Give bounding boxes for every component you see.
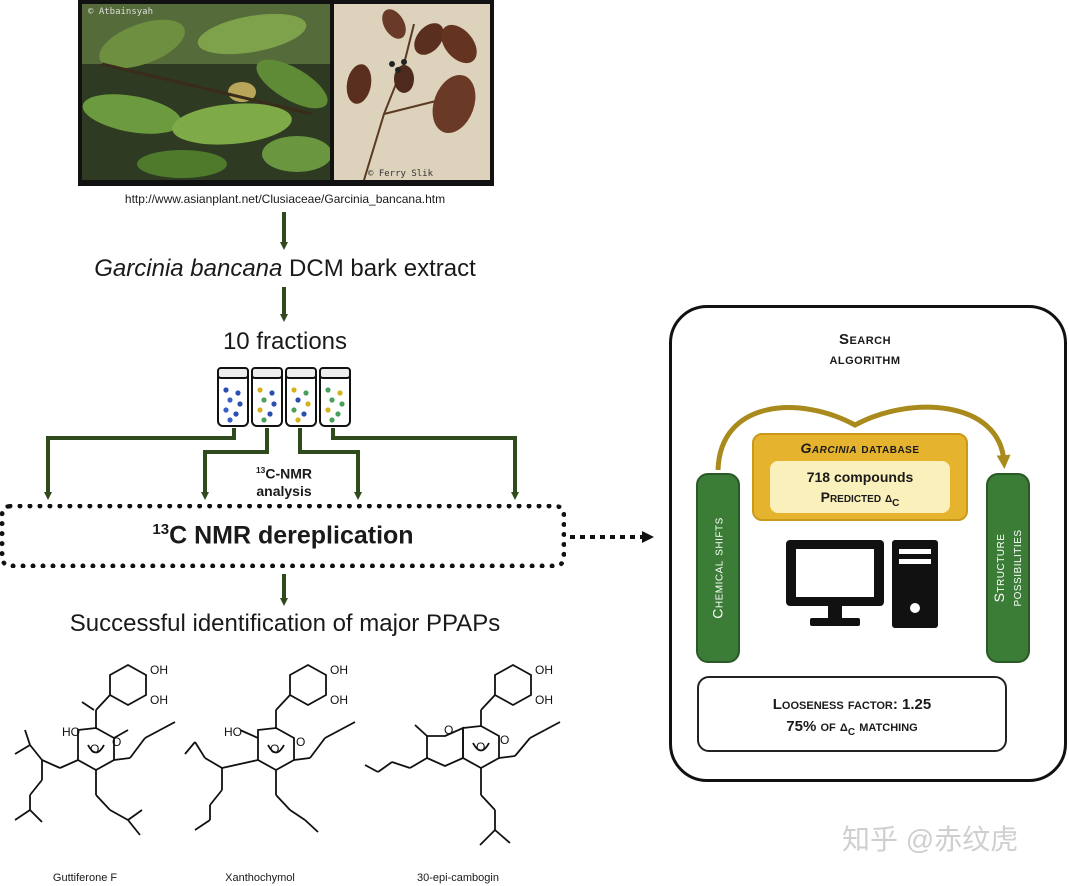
database-title-italic: Garcinia xyxy=(800,440,858,456)
epi-cambogin-structure xyxy=(364,663,561,846)
fractions-label: 10 fractions xyxy=(222,328,348,355)
extract-label: Garcinia bancana DCM bark extract xyxy=(60,255,510,283)
structure-possibilities-label: Structure possibilities xyxy=(991,529,1025,606)
structure-possibilities-pillar: Structure possibilities xyxy=(986,473,1030,663)
svg-text:HO: HO xyxy=(62,725,80,739)
svg-text:O: O xyxy=(112,735,121,749)
arrow-fraction3 xyxy=(298,428,362,500)
svg-text:OH: OH xyxy=(150,693,168,707)
structure-label-line2: possibilities xyxy=(1008,529,1024,607)
result-label: Successful identification of major PPAPs xyxy=(69,610,501,637)
nmr-isotope: 13 xyxy=(256,465,266,475)
dereplication-box: 13C NMR dereplication xyxy=(0,504,566,568)
derep-isotope: 13 xyxy=(152,521,170,539)
svg-text:OH: OH xyxy=(330,693,348,707)
chemical-shifts-pillar: Chemical shifts xyxy=(696,473,740,663)
extract-rest: DCM bark extract xyxy=(282,255,476,282)
source-url: http://www.asianplant.net/Clusiaceae/Gar… xyxy=(124,192,446,206)
nmr-analysis-label: 13C-NMR analysis xyxy=(224,462,344,500)
database-predicted: Predicted δ xyxy=(820,489,893,505)
svg-text:OH: OH xyxy=(330,663,348,677)
svg-text:O: O xyxy=(270,742,279,756)
xanthochymol-structure xyxy=(184,663,356,833)
svg-text:O: O xyxy=(296,735,305,749)
vial-3 xyxy=(285,367,317,427)
guttiferone-f-structure xyxy=(14,663,176,836)
watermark: 知乎 @赤纹虎 xyxy=(842,824,1019,855)
looseness-line2-a: 75% of δ xyxy=(786,718,848,735)
computer-icon xyxy=(786,540,938,628)
arrow-fraction4 xyxy=(331,428,519,500)
compound-name-1: Guttiferone F xyxy=(52,872,118,884)
nmr-label: C-NMR xyxy=(265,465,312,482)
svg-text:OH: OH xyxy=(535,693,553,707)
database-count: 718 compounds xyxy=(806,469,914,485)
photo-credit-left: © Atbainsyah xyxy=(88,7,154,17)
database-title: Garcinia database xyxy=(754,440,966,456)
living-plant-photo: © Atbainsyah xyxy=(82,4,330,180)
search-title-line2: algorithm xyxy=(829,351,901,368)
chemical-shifts-label: Chemical shifts xyxy=(709,517,726,619)
derep-label: C NMR dereplication xyxy=(169,521,414,550)
photo-credit-right: © Ferry Slik xyxy=(368,169,434,179)
arrow-fraction2 xyxy=(201,428,269,500)
looseness-line2-b: matching xyxy=(855,718,918,735)
plant-photo-frame: © Atbainsyah © Ferry Slik xyxy=(78,0,494,186)
vial-2 xyxy=(251,367,283,427)
structure-label-line1: Structure xyxy=(991,533,1007,603)
search-algorithm-title: Search algorithm xyxy=(790,330,940,370)
garcinia-database-box: Garcinia database 718 compounds Predicte… xyxy=(752,433,968,521)
living-plant-image xyxy=(82,4,330,180)
svg-text:O: O xyxy=(476,740,485,754)
search-title-line1: Search xyxy=(838,331,892,348)
arrow-fraction1 xyxy=(44,428,236,500)
svg-text:O: O xyxy=(500,733,509,747)
database-contents: 718 compounds Predicted δC xyxy=(770,461,950,513)
vial-1 xyxy=(217,367,249,427)
svg-text:OH: OH xyxy=(535,663,553,677)
fraction-vials xyxy=(217,367,351,427)
svg-text:O: O xyxy=(90,742,99,756)
vial-4 xyxy=(319,367,351,427)
looseness-line2-sub: C xyxy=(847,727,856,738)
extract-species: Garcinia bancana xyxy=(94,255,283,282)
looseness-line1: Looseness factor: 1.25 xyxy=(772,696,932,713)
svg-text:OH: OH xyxy=(150,663,168,677)
svg-text:O: O xyxy=(444,723,453,737)
svg-text:HO: HO xyxy=(224,725,242,739)
compound-name-3: 30-epi-cambogin xyxy=(417,872,499,884)
looseness-factor-box: Looseness factor: 1.25 75% of δC matchin… xyxy=(697,676,1007,752)
search-algorithm-arc xyxy=(715,404,1011,471)
database-predicted-sub: C xyxy=(892,497,900,509)
compound-name-2: Xanthochymol xyxy=(225,872,295,884)
herbarium-photo: © Ferry Slik xyxy=(334,4,490,180)
herbarium-specimen-image xyxy=(334,4,490,180)
analysis-label: analysis xyxy=(256,482,312,499)
database-title-rest: database xyxy=(857,440,920,456)
search-algorithm-panel xyxy=(669,305,1067,782)
